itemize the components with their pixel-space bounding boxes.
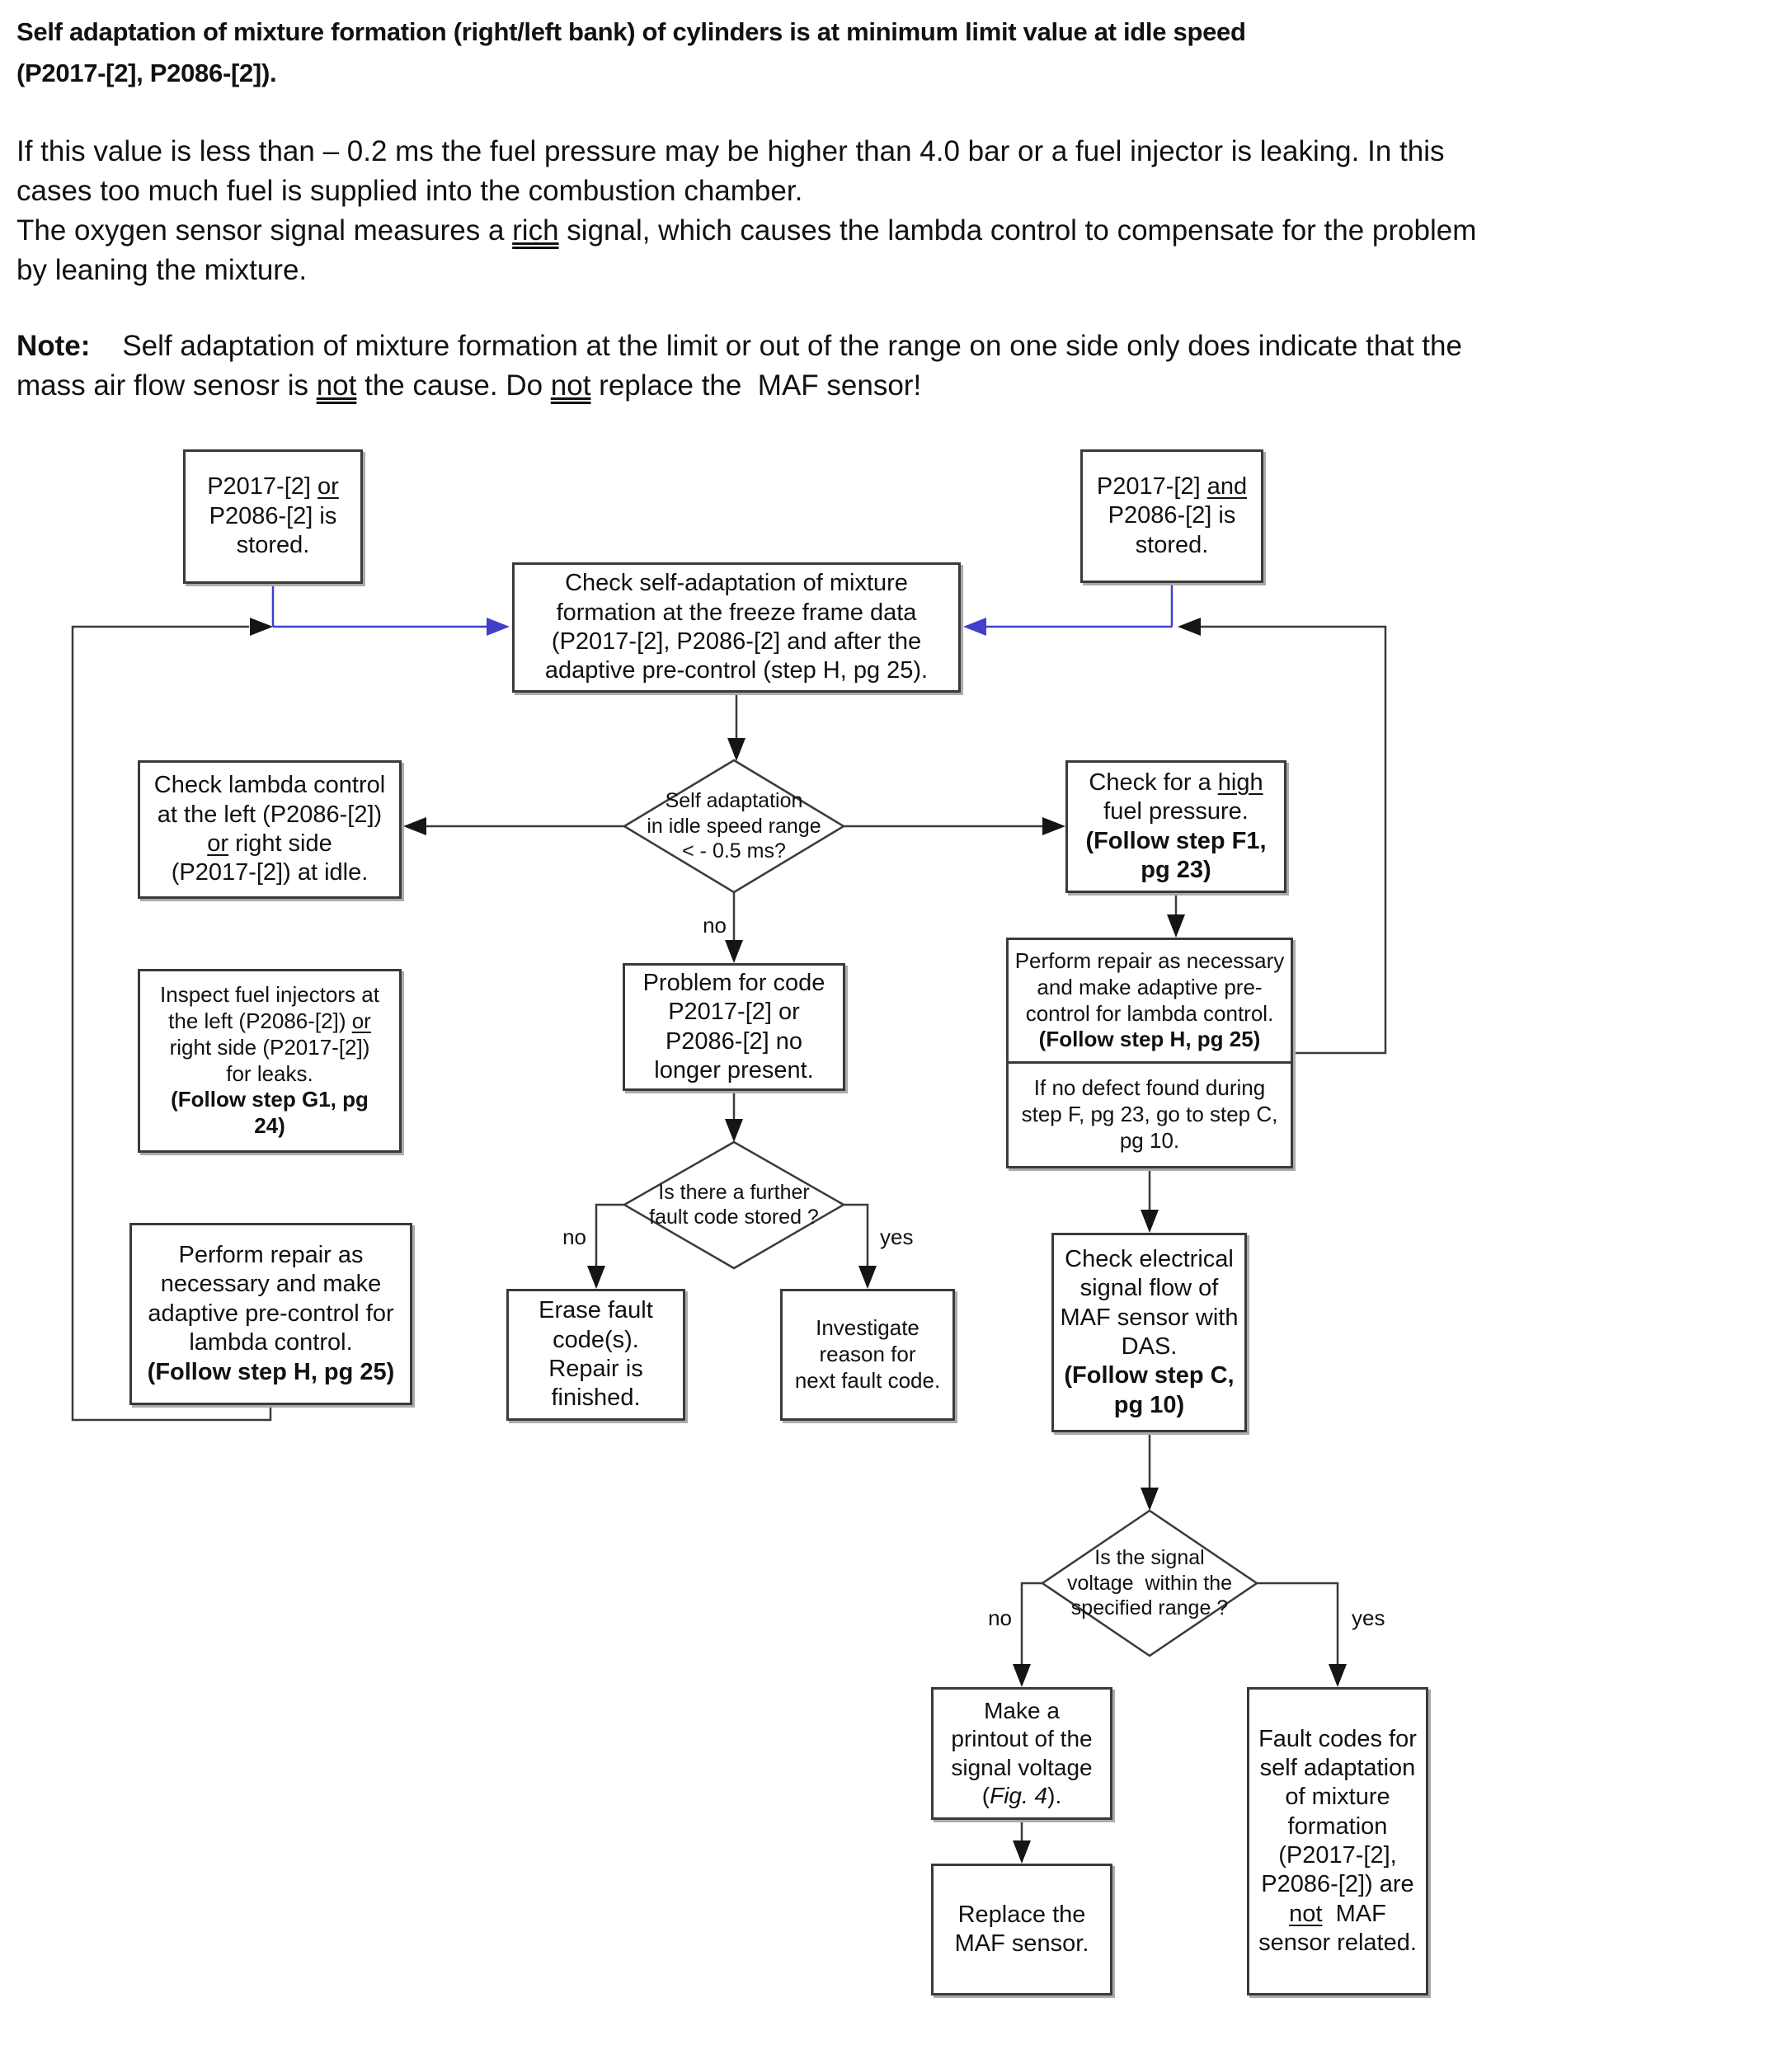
note-paragraph: Note: Self adaptation of mixture formati…	[16, 330, 1462, 402]
edge-label-yes-only-left-or-right	[414, 813, 623, 815]
decision-signal-voltage-shape	[1040, 1509, 1259, 1657]
page-title: Self adaptation of mixture formation (ri…	[16, 17, 1246, 87]
edge-label-no-d2: no	[534, 1225, 589, 1248]
edge-label-no-d1: no	[681, 914, 729, 937]
edge-label-yes-left-and-right	[859, 813, 1057, 815]
decision-further-fault-shape	[622, 1140, 846, 1270]
decision-idle-range-shape	[622, 759, 846, 894]
edge-label-yes-d2: yes	[877, 1225, 940, 1248]
edge-label-no-d3: no	[958, 1606, 1014, 1629]
edge-label-yes-d3: yes	[1349, 1606, 1412, 1629]
description-paragraph: If this value is less than – 0.2 ms the …	[16, 135, 1477, 286]
